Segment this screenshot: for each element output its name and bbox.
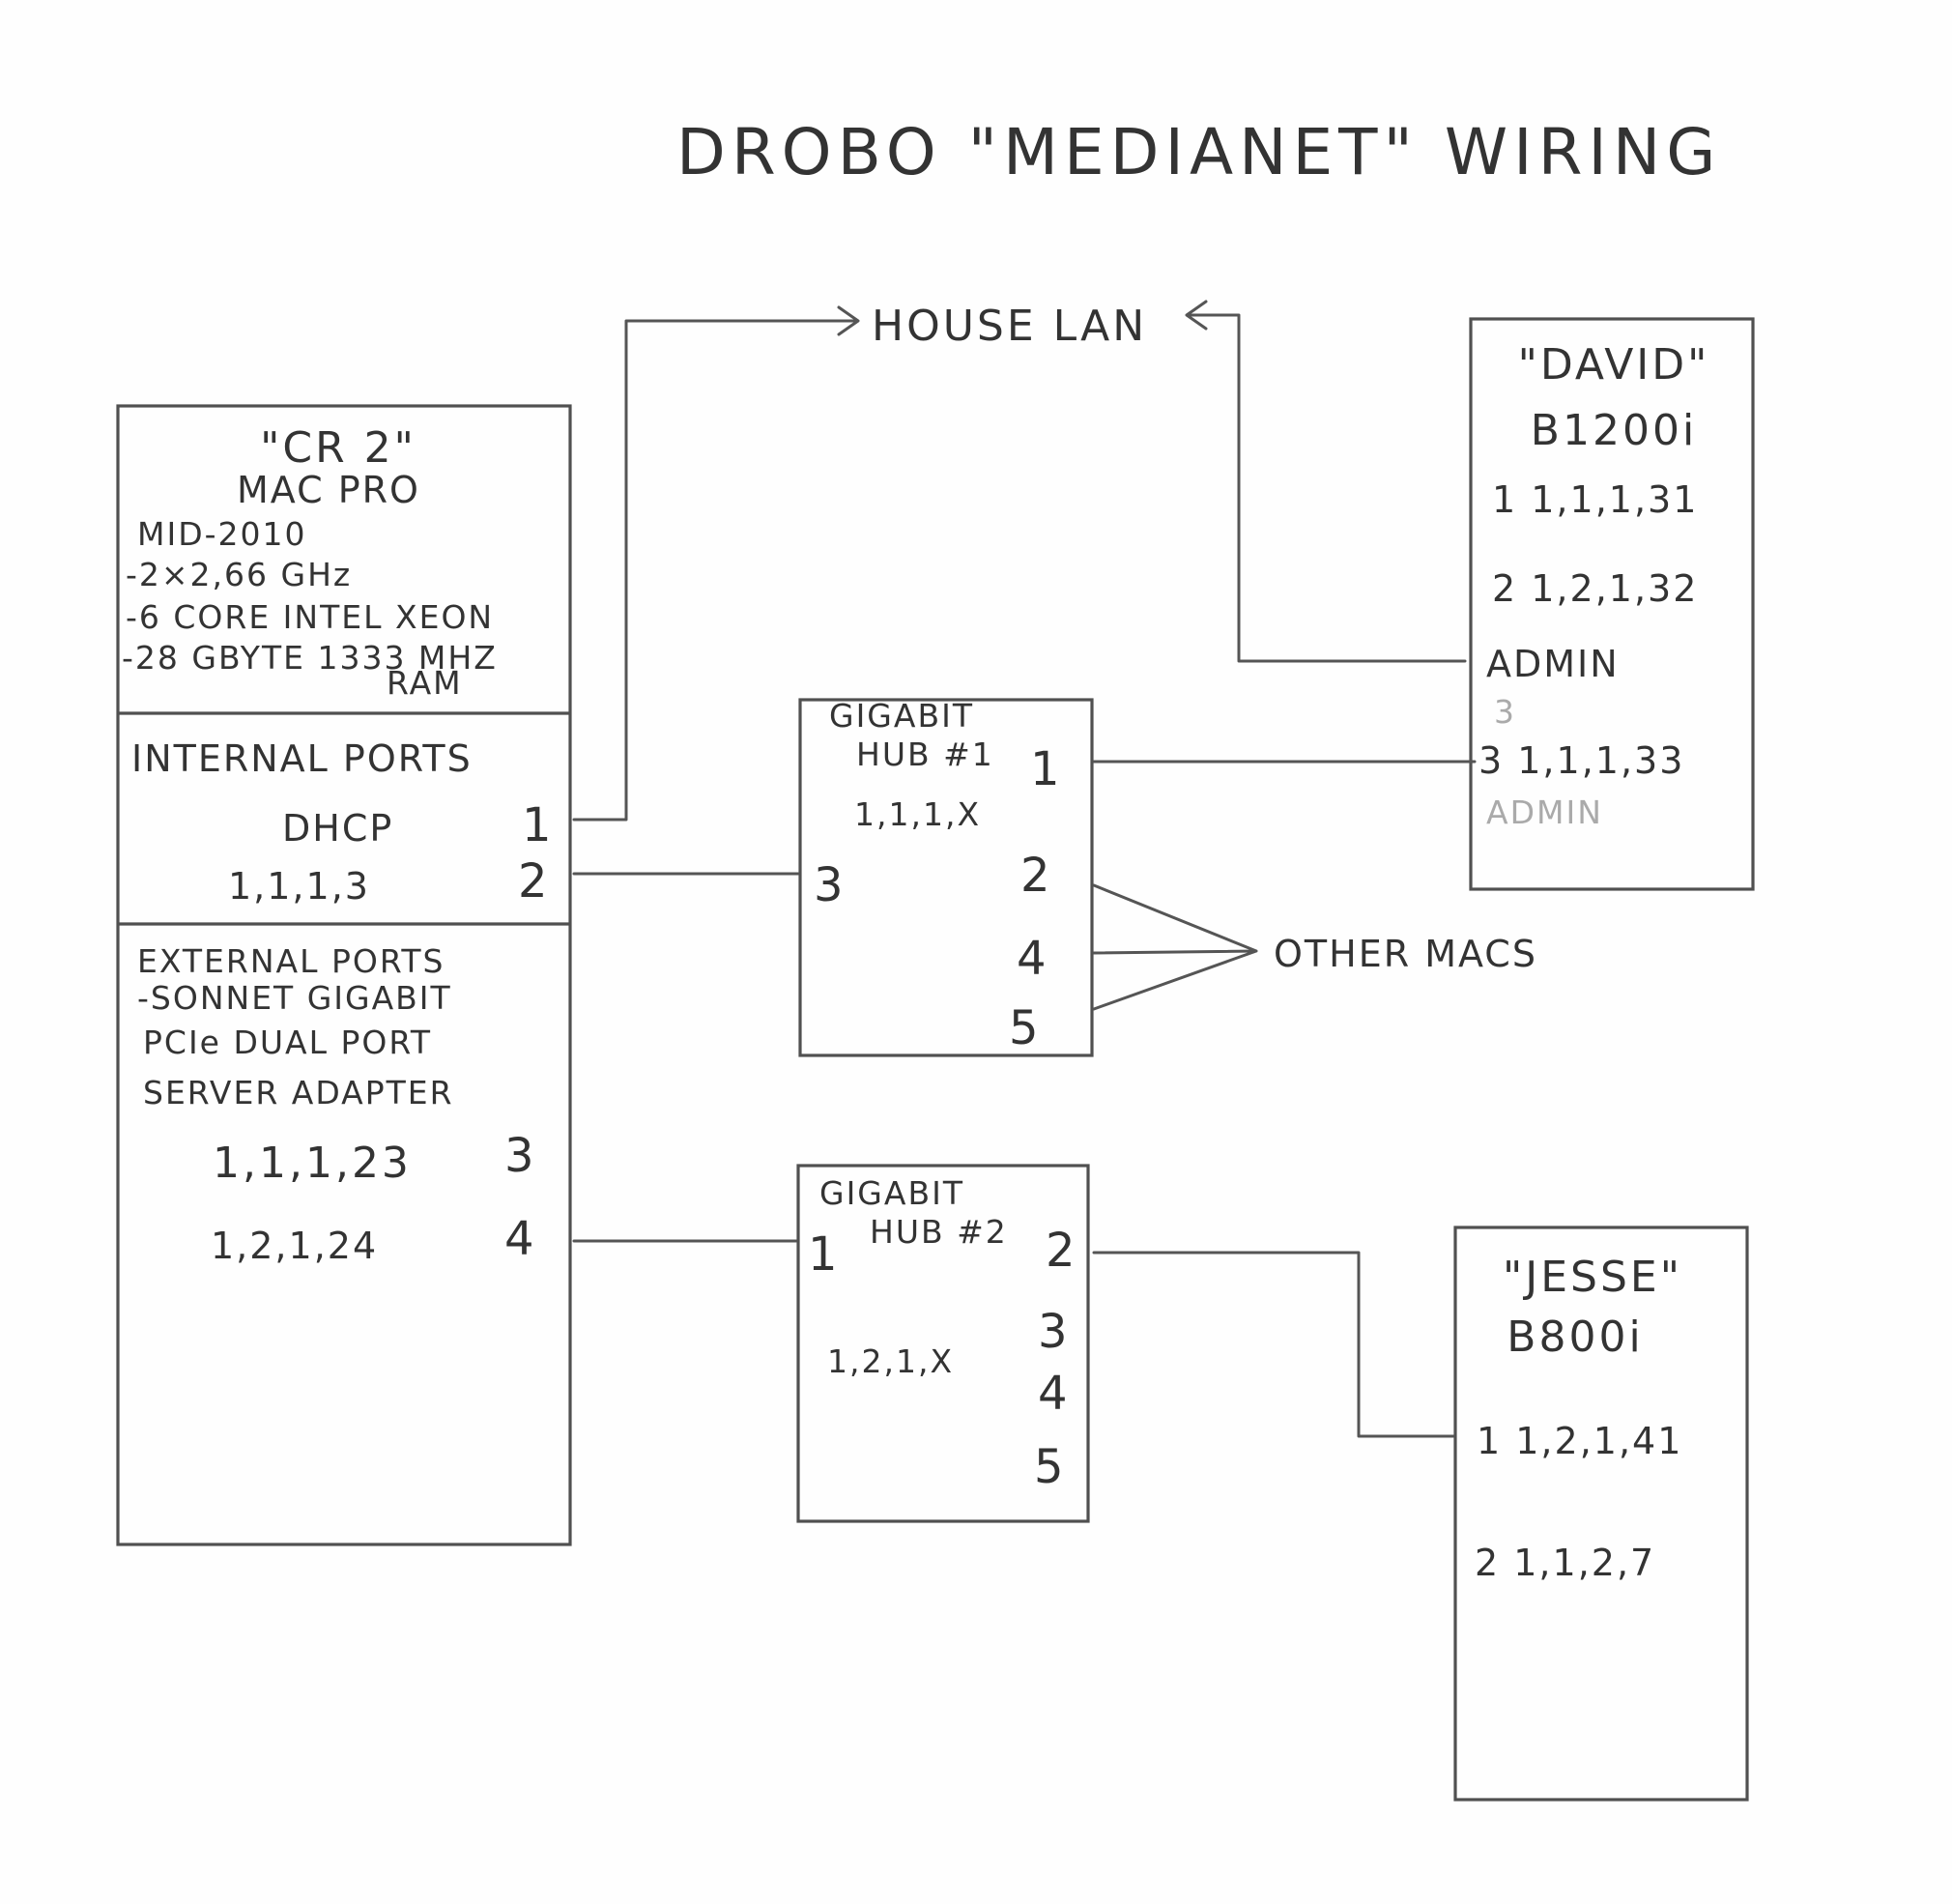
david-faint-port-3: 3 bbox=[1494, 693, 1516, 731]
david-name: "DAVID" bbox=[1518, 340, 1710, 389]
external-ports-card-name: SERVER ADAPTER bbox=[143, 1074, 454, 1111]
mac-pro-spec-cores: -6 CORE INTEL XEON bbox=[126, 598, 494, 636]
wire-hub2-port2-to-jesse-port1 bbox=[1092, 1251, 1455, 1438]
jesse-port-2: 2 1,1,2,7 bbox=[1475, 1542, 1655, 1584]
mac-pro-spec-ram: RAM bbox=[387, 664, 463, 702]
hub-1-port-3: 3 bbox=[814, 858, 844, 912]
hub-2-label-line1: GIGABIT bbox=[819, 1174, 964, 1212]
jesse-node: "JESSE" B800i 1 1,2,1,41 2 1,1,2,7 bbox=[1453, 1226, 1749, 1802]
wire-hub1-to-other-macs bbox=[1092, 883, 1258, 1011]
external-port-4-number: 4 bbox=[504, 1212, 534, 1266]
jesse-model: B800i bbox=[1507, 1313, 1643, 1362]
external-ports-card-type: PCIe DUAL PORT bbox=[143, 1024, 432, 1061]
wire-macpro-port1-to-house-lan bbox=[572, 319, 856, 822]
internal-port-2-addr: 1,1,1,3 bbox=[228, 865, 370, 908]
hub-2-port-2: 2 bbox=[1046, 1224, 1076, 1278]
internal-ports-title: INTERNAL PORTS bbox=[131, 737, 473, 780]
hub-1-box bbox=[798, 698, 1094, 1057]
hub-2-port-1: 1 bbox=[808, 1227, 838, 1282]
mac-pro-model: MAC PRO bbox=[237, 469, 420, 511]
david-admin-faint: ADMIN bbox=[1486, 793, 1603, 831]
external-ports-title: EXTERNAL PORTS bbox=[137, 942, 445, 980]
mac-pro-spec-cpu: -2×2,66 GHz bbox=[126, 556, 352, 593]
external-ports-card: -SONNET GIGABIT bbox=[137, 979, 452, 1017]
mac-pro-box bbox=[116, 404, 572, 1546]
mac-pro-spec-memory: -28 GBYTE 1333 MHZ bbox=[122, 639, 498, 677]
mac-pro-year: MID-2010 bbox=[137, 515, 307, 553]
mac-pro-name: "CR 2" bbox=[260, 423, 416, 473]
hub-2-box bbox=[796, 1164, 1090, 1523]
external-port-3-addr: 1,1,1,23 bbox=[213, 1139, 412, 1188]
hub-2-subnet: 1,2,1,X bbox=[827, 1342, 954, 1380]
david-port-1: 1 1,1,1,31 bbox=[1492, 478, 1698, 521]
other-macs-label: OTHER MACS bbox=[1274, 933, 1537, 975]
jesse-port-1: 1 1,2,1,41 bbox=[1477, 1420, 1682, 1462]
hub-1-port-2: 2 bbox=[1020, 849, 1050, 903]
hub-1-subnet: 1,1,1,X bbox=[854, 795, 981, 833]
internal-port-1-number: 1 bbox=[522, 798, 552, 852]
house-lan-arrow-right-icon bbox=[1185, 300, 1208, 331]
hub-2-port-3: 3 bbox=[1038, 1305, 1068, 1359]
hub-2-port-4: 4 bbox=[1038, 1367, 1068, 1421]
hub-1-node: GIGABIT HUB #1 1,1,1,X 1 2 3 4 5 bbox=[798, 697, 1094, 1057]
diagram-title: DROBO "MEDIANET" WIRING bbox=[676, 115, 1721, 189]
jesse-box bbox=[1453, 1226, 1749, 1802]
hub-1-label-line1: GIGABIT bbox=[829, 697, 974, 735]
hub-2-node: GIGABIT HUB #2 1,2,1,X 1 2 3 4 5 bbox=[796, 1164, 1090, 1523]
external-port-3-number: 3 bbox=[504, 1129, 534, 1183]
hub-1-port-5: 5 bbox=[1009, 1001, 1039, 1055]
david-port-3: 3 1,1,1,33 bbox=[1478, 739, 1684, 782]
house-lan-label: HOUSE LAN bbox=[872, 302, 1147, 351]
hub-2-label-line2: HUB #2 bbox=[870, 1213, 1008, 1251]
hub-1-port-1: 1 bbox=[1030, 742, 1060, 796]
hub-1-port-4: 4 bbox=[1017, 932, 1047, 986]
house-lan-arrow-left-icon bbox=[837, 305, 860, 336]
david-node: "DAVID" B1200i 1 1,1,1,31 2 1,2,1,32 ADM… bbox=[1469, 317, 1755, 891]
internal-port-2-number: 2 bbox=[518, 854, 548, 909]
jesse-name: "JESSE" bbox=[1503, 1253, 1682, 1302]
david-box bbox=[1469, 317, 1755, 891]
mac-pro-node: "CR 2" MAC PRO MID-2010 -2×2,66 GHz -6 C… bbox=[116, 404, 572, 1546]
david-port-2: 2 1,2,1,32 bbox=[1492, 567, 1698, 610]
david-admin-label: ADMIN bbox=[1486, 643, 1620, 685]
internal-port-1-addr: DHCP bbox=[282, 807, 393, 850]
wire-david-admin-to-house-lan bbox=[1189, 313, 1467, 663]
hub-2-port-5: 5 bbox=[1034, 1440, 1064, 1494]
external-port-4-addr: 1,2,1,24 bbox=[211, 1225, 378, 1267]
hub-1-label-line2: HUB #1 bbox=[856, 736, 994, 773]
david-model: B1200i bbox=[1531, 406, 1697, 455]
